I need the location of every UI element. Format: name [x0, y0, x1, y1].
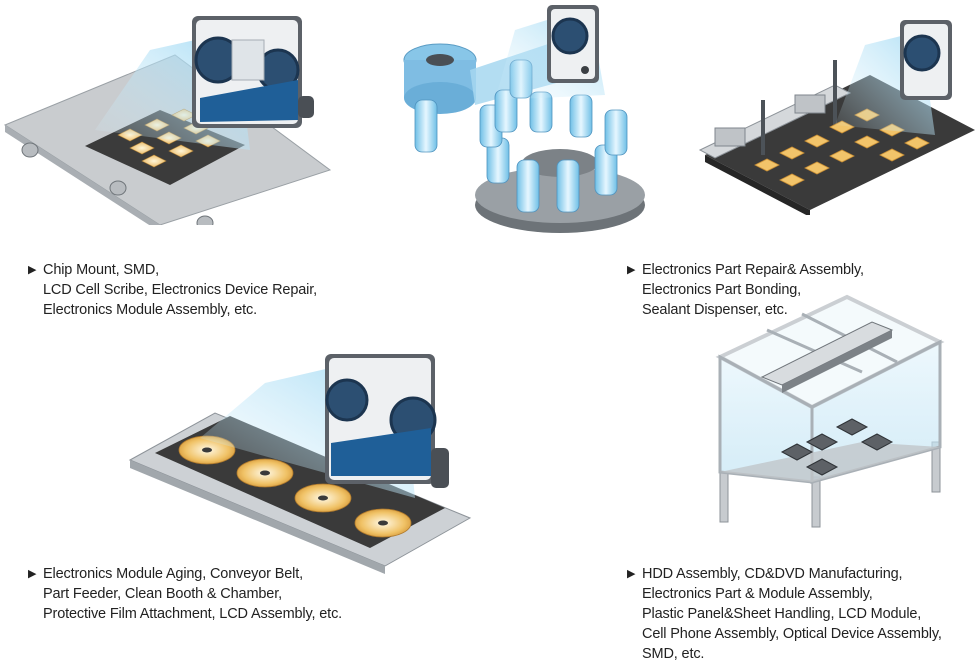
caption-line: Electronics Module Aging, Conveyor Belt, [43, 566, 303, 582]
dispenser-illustration [698, 20, 975, 215]
caption-line: LCD Cell Scribe, Electronics Device Repa… [43, 282, 317, 298]
disc-conveyor-illustration [128, 354, 472, 574]
clean-booth-illustration [715, 294, 945, 528]
bullet-arrow-icon: ▶ [28, 264, 37, 276]
caption-line: Sealant Dispenser, etc. [642, 302, 788, 318]
caption-line: Plastic Panel&Sheet Handling, LCD Module… [642, 606, 922, 622]
bullet-arrow-icon: ▶ [627, 264, 636, 276]
bullet-arrow-icon: ▶ [28, 568, 37, 580]
caption-chip-mount: ▶ Chip Mount, SMD, LCD Cell Scribe, Elec… [28, 260, 317, 320]
caption-line: Electronics Part & Module Assembly, [642, 586, 873, 602]
caption-line: Electronics Part Repair& Assembly, [642, 262, 864, 278]
bullet-arrow-icon: ▶ [627, 568, 636, 580]
caption-line: Protective Film Attachment, LCD Assembly… [43, 606, 343, 622]
caption-hdd-assembly: ▶ HDD Assembly, CD&DVD Manufacturing, El… [627, 564, 942, 664]
bottle-labeling-illustration [403, 5, 645, 233]
chip-mount-illustration [3, 16, 332, 225]
caption-line: Electronics Module Assembly, etc. [43, 302, 257, 318]
caption-line: SMD, etc. [642, 646, 705, 662]
caption-line: Chip Mount, SMD, [43, 262, 160, 278]
caption-electronics-repair: ▶ Electronics Part Repair& Assembly, Ele… [627, 260, 864, 320]
caption-line: Cell Phone Assembly, Optical Device Asse… [642, 626, 942, 642]
caption-module-aging: ▶ Electronics Module Aging, Conveyor Bel… [28, 564, 343, 624]
caption-line: Part Feeder, Clean Booth & Chamber, [43, 586, 282, 602]
caption-line: HDD Assembly, CD&DVD Manufacturing, [642, 566, 903, 582]
caption-line: Electronics Part Bonding, [642, 282, 802, 298]
